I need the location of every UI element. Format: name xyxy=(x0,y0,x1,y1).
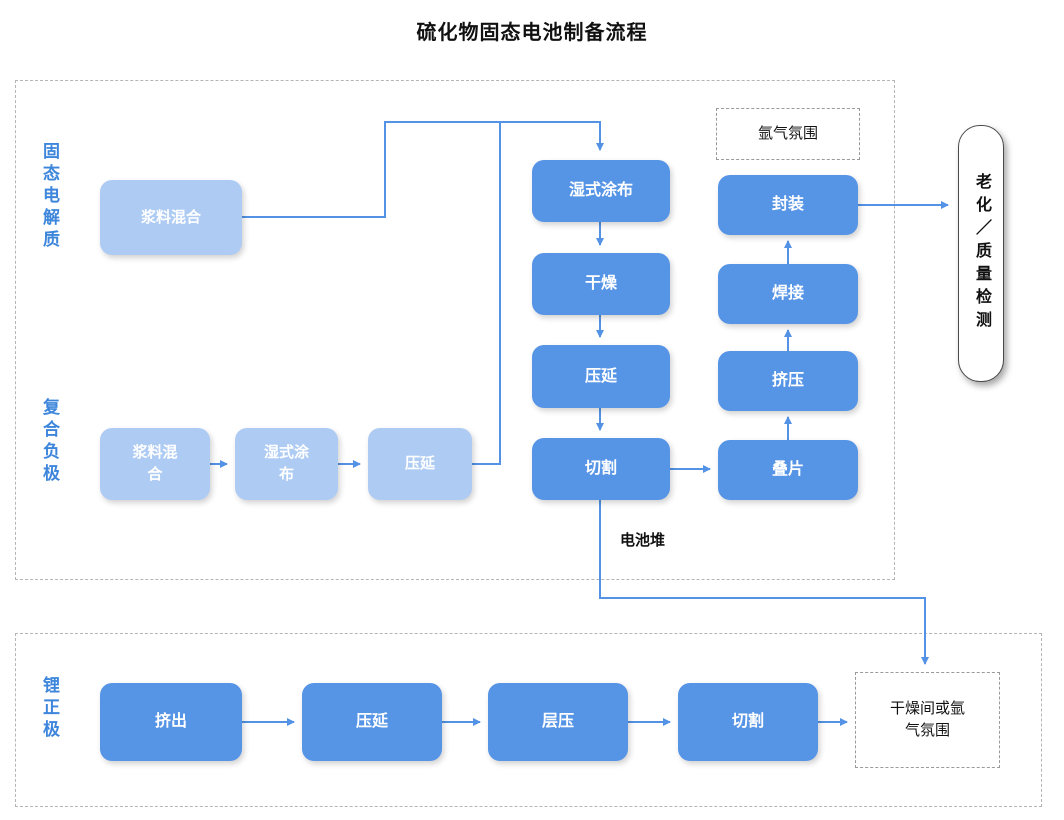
node-anode-calendering: 压延 xyxy=(368,428,472,500)
node-cathode-lamination: 层压 xyxy=(488,683,628,761)
node-sealing: 封装 xyxy=(718,175,858,235)
annotation-dry-room: 干燥间或氩气氛围 xyxy=(855,672,1000,768)
node-cathode-calendering: 压延 xyxy=(302,683,442,761)
node-wet-coating: 湿式涂布 xyxy=(532,160,670,222)
lane-label-composite-anode: 复合负极 xyxy=(40,398,59,486)
page-title: 硫化物固态电池制备流程 xyxy=(416,22,648,44)
node-welding: 焊接 xyxy=(718,264,858,324)
lower-process-container xyxy=(15,633,1042,807)
node-electrolyte-slurry-mixing: 浆料混合 xyxy=(100,180,242,255)
node-cutting: 切割 xyxy=(532,438,670,500)
node-drying: 干燥 xyxy=(532,253,670,315)
annotation-aging-qc: 老化／质量检测 xyxy=(958,125,1004,382)
node-calendering: 压延 xyxy=(532,345,670,408)
node-anode-slurry-mixing: 浆料混合 xyxy=(100,428,210,500)
node-cathode-extrusion: 挤出 xyxy=(100,683,242,761)
annotation-argon-atmosphere: 氩气氛围 xyxy=(716,108,860,160)
lane-label-lithium-cathode: 锂正极 xyxy=(40,676,59,742)
upper-process-container xyxy=(15,80,895,580)
node-pressing: 挤压 xyxy=(718,351,858,411)
node-stacking: 叠片 xyxy=(718,440,858,500)
node-cathode-cutting: 切割 xyxy=(678,683,818,761)
lane-label-solid-electrolyte: 固态电解质 xyxy=(40,142,59,252)
annotation-cell-stack: 电池堆 xyxy=(620,532,666,549)
node-anode-wet-coating: 湿式涂布 xyxy=(235,428,338,500)
